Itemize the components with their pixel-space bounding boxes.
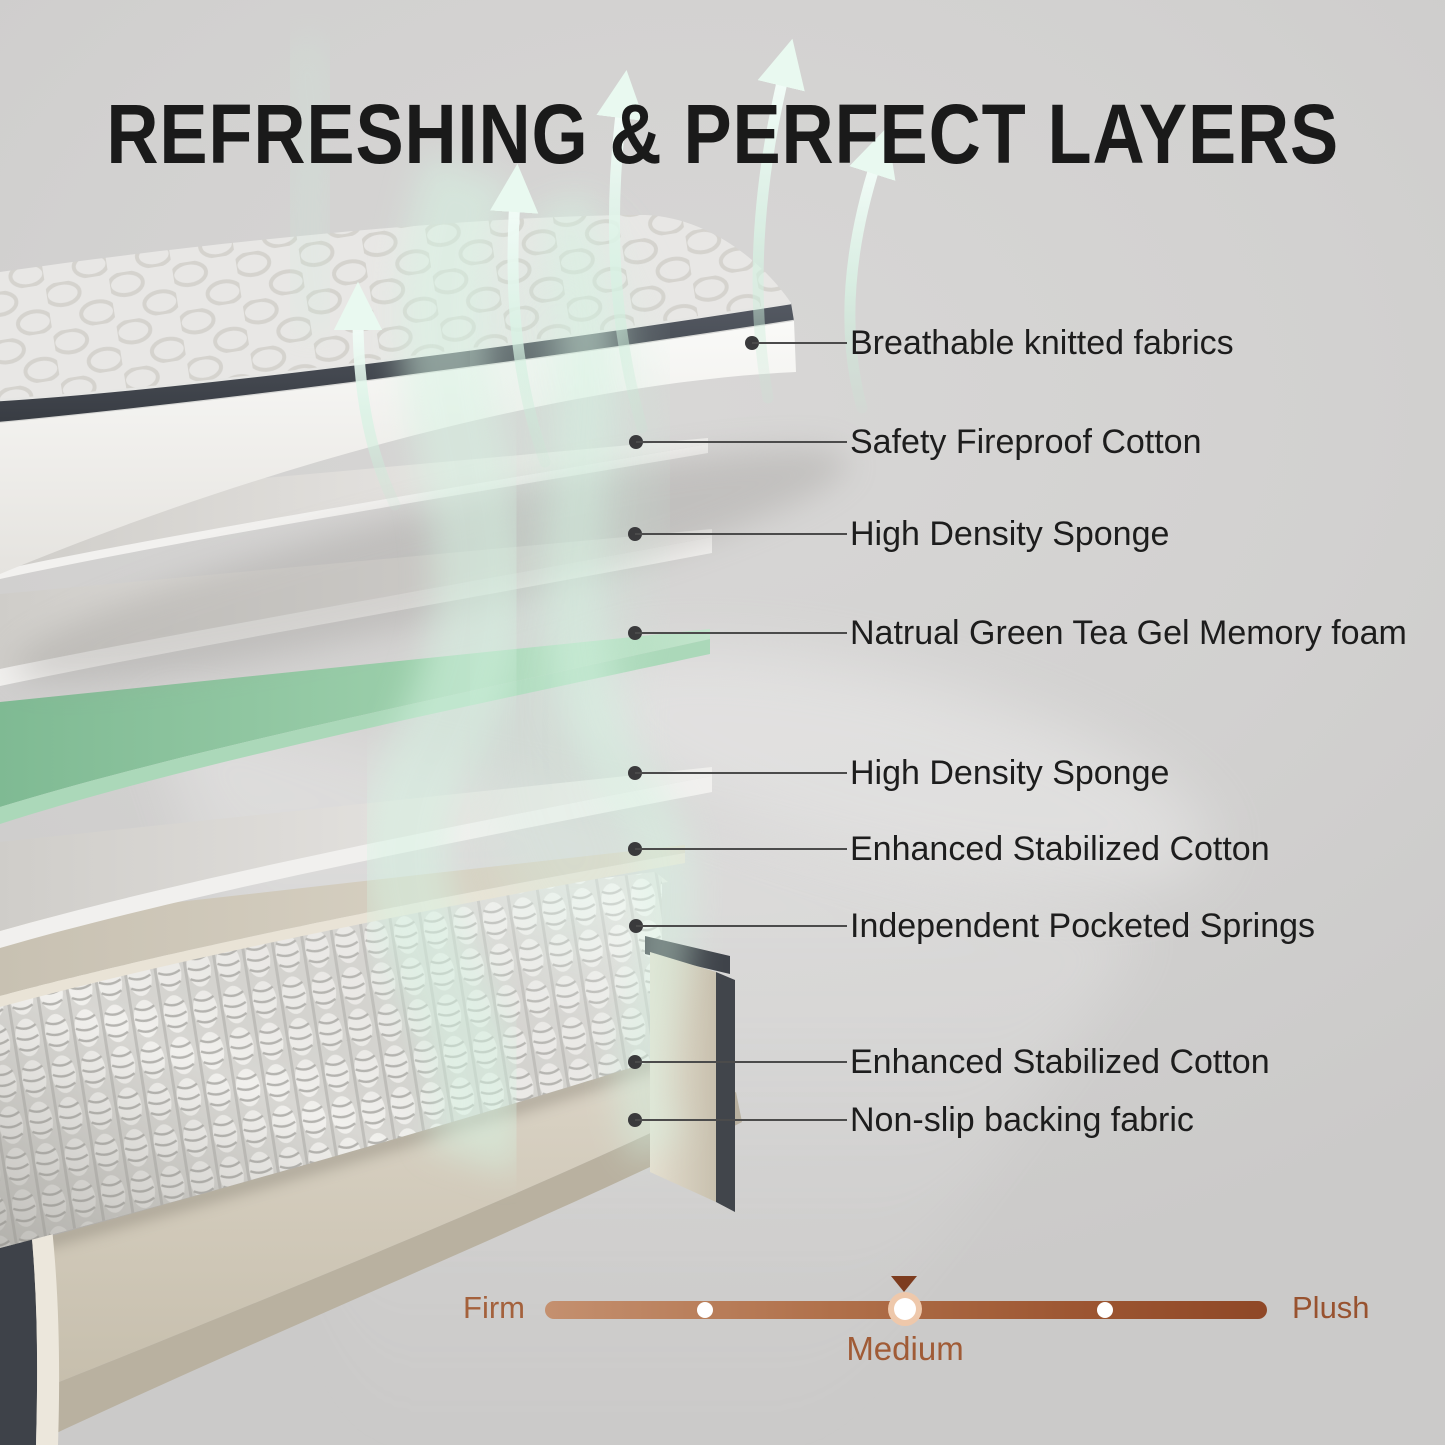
airflow-arrow-icon — [596, 69, 648, 434]
page-title: REFRESHING & PERFECT LAYERS — [106, 87, 1339, 181]
airflow-arrow-icon — [844, 127, 896, 414]
medium-label: Medium — [846, 1330, 964, 1367]
firmness-tick-dot — [697, 1302, 713, 1318]
airflow-mist — [277, 33, 698, 1175]
airflow-arrow-icon — [752, 38, 805, 404]
firmness-pointer-triangle-icon — [891, 1276, 917, 1292]
mattress-base-illustration — [0, 1053, 742, 1445]
airflow-arrow-icon — [333, 281, 401, 511]
firm-label: Firm — [463, 1290, 525, 1325]
airflow-arrows — [333, 38, 896, 511]
airflow-arrow-icon — [490, 163, 551, 468]
firmness-tick-dot — [1097, 1302, 1113, 1318]
firmness-knob — [894, 1298, 916, 1320]
plush-label: Plush — [1292, 1290, 1370, 1325]
